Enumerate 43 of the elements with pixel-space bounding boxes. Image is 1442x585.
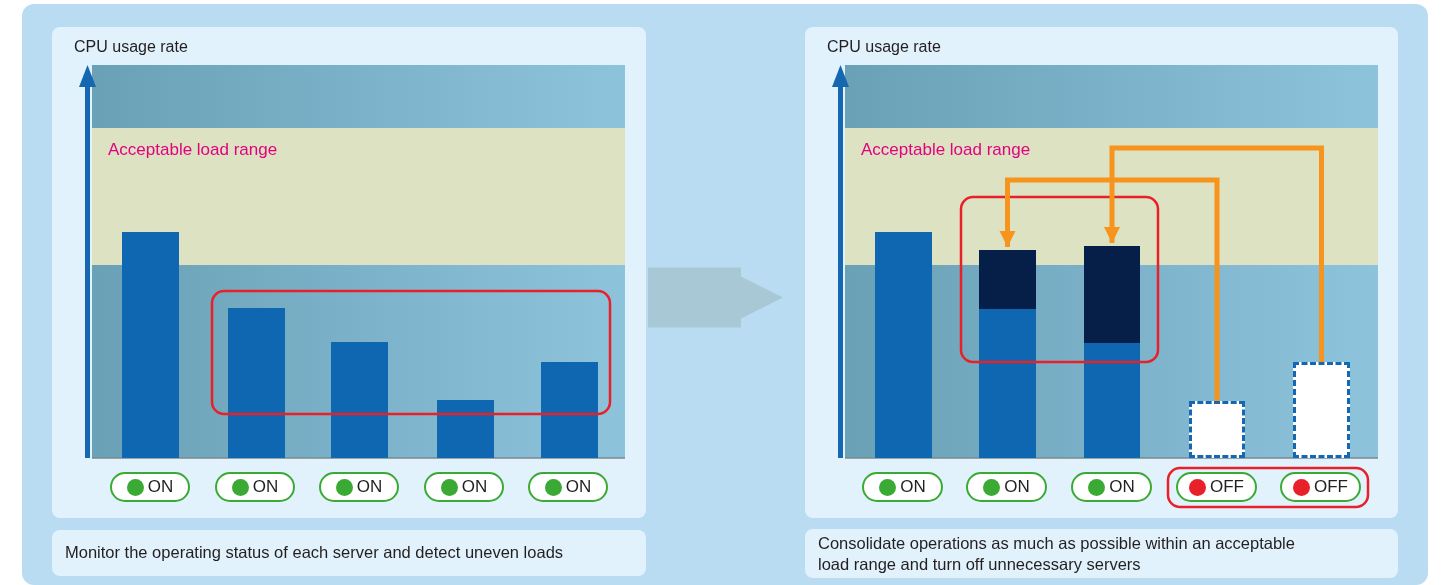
caption-box bbox=[805, 529, 1398, 578]
status-text: ON bbox=[356, 477, 383, 497]
axis-title: CPU usage rate bbox=[827, 38, 941, 56]
status-pill bbox=[1280, 472, 1361, 502]
status-text: ON bbox=[900, 477, 926, 497]
load-bar bbox=[122, 232, 179, 458]
status-text: ON bbox=[252, 477, 279, 497]
status-text: ON bbox=[1004, 477, 1030, 497]
status-text: ON bbox=[565, 477, 592, 497]
status-text: ON bbox=[147, 477, 174, 497]
switched-off-server-box bbox=[1189, 401, 1245, 458]
status-text: OFF bbox=[1314, 477, 1348, 497]
band-label: Acceptable load range bbox=[861, 140, 1031, 160]
status-text: OFF bbox=[1210, 477, 1244, 497]
load-bar bbox=[875, 232, 932, 458]
status-pill bbox=[862, 472, 943, 502]
process-arrow bbox=[648, 267, 783, 328]
band-label: Acceptable load range bbox=[108, 140, 278, 160]
load-bar bbox=[979, 250, 1036, 458]
caption-box bbox=[52, 530, 646, 576]
caption-text: Monitor the operating status of each server and detect uneven loads bbox=[65, 542, 565, 563]
status-pill bbox=[1071, 472, 1152, 502]
status-text: ON bbox=[1109, 477, 1135, 497]
status-pill bbox=[319, 472, 399, 502]
arrow bbox=[1104, 145, 1324, 362]
load-bar bbox=[1084, 246, 1140, 458]
caption-text: Consolidate operations as much as possible within an acceptable load range and turn off unnecessary servers bbox=[818, 533, 1296, 575]
status-pill bbox=[424, 472, 504, 502]
chart-panel bbox=[805, 27, 1398, 518]
switched-off-server-box bbox=[1293, 362, 1350, 458]
status-pill bbox=[966, 472, 1047, 502]
chart-panel bbox=[52, 27, 646, 518]
status-pill bbox=[1176, 472, 1257, 502]
status-text: ON bbox=[461, 477, 488, 497]
load-bar bbox=[437, 400, 494, 458]
status-pill bbox=[215, 472, 295, 502]
load-bar bbox=[228, 308, 285, 458]
arrow bbox=[999, 177, 1220, 401]
status-pill bbox=[528, 472, 608, 502]
load-bar bbox=[331, 342, 388, 458]
load-bar bbox=[541, 362, 598, 458]
status-pill bbox=[110, 472, 190, 502]
axis-title: CPU usage rate bbox=[74, 38, 188, 56]
